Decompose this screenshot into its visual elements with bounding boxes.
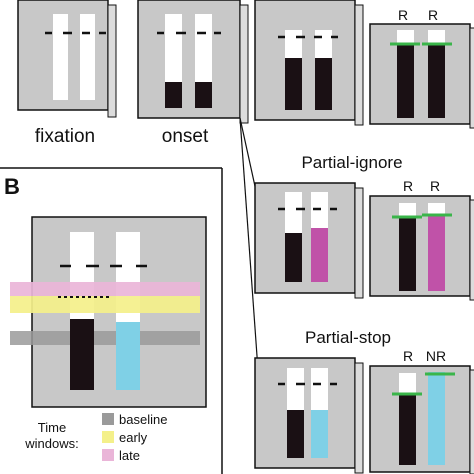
legend-swatch-late	[102, 449, 114, 461]
stage-label-onset: onset	[162, 126, 209, 147]
panel-ignore-response: R R	[369, 178, 474, 301]
response-label-ignore-right: R	[430, 178, 440, 194]
response-label-stop-left: R	[403, 348, 413, 364]
legend-label-baseline: baseline	[119, 412, 167, 427]
panel-letter-b: B	[4, 174, 20, 199]
panel-go-response: R R	[369, 7, 474, 129]
response-label-stop-right: NR	[426, 348, 446, 364]
window-early	[10, 296, 200, 313]
legend-swatch-early	[102, 431, 114, 443]
panel-ignore-rise	[254, 182, 364, 299]
trial-label-partial-stop: Partial-stop	[305, 328, 391, 347]
trial-label-partial-ignore: Partial-ignore	[301, 153, 402, 172]
stage-label-fixation: fixation	[35, 126, 95, 147]
panel-stop-rise	[254, 357, 364, 474]
time-windows-label-1: Time	[38, 420, 66, 435]
response-label-go-left: R	[398, 7, 408, 23]
panel-onset	[137, 0, 249, 124]
window-late	[10, 282, 200, 296]
response-label-go-right: R	[428, 7, 438, 23]
panel-stop-response: R NR	[369, 348, 474, 474]
panel-fixation	[17, 0, 117, 118]
legend-swatch-baseline	[102, 413, 114, 425]
legend-label-early: early	[119, 430, 148, 445]
panel-go-rise	[254, 0, 364, 126]
window-baseline	[10, 331, 200, 345]
panel-b: B Time windows: baseline early late	[0, 167, 223, 474]
legend-label-late: late	[119, 448, 140, 463]
time-windows-label-2: windows:	[24, 436, 78, 451]
response-label-ignore-left: R	[403, 178, 413, 194]
